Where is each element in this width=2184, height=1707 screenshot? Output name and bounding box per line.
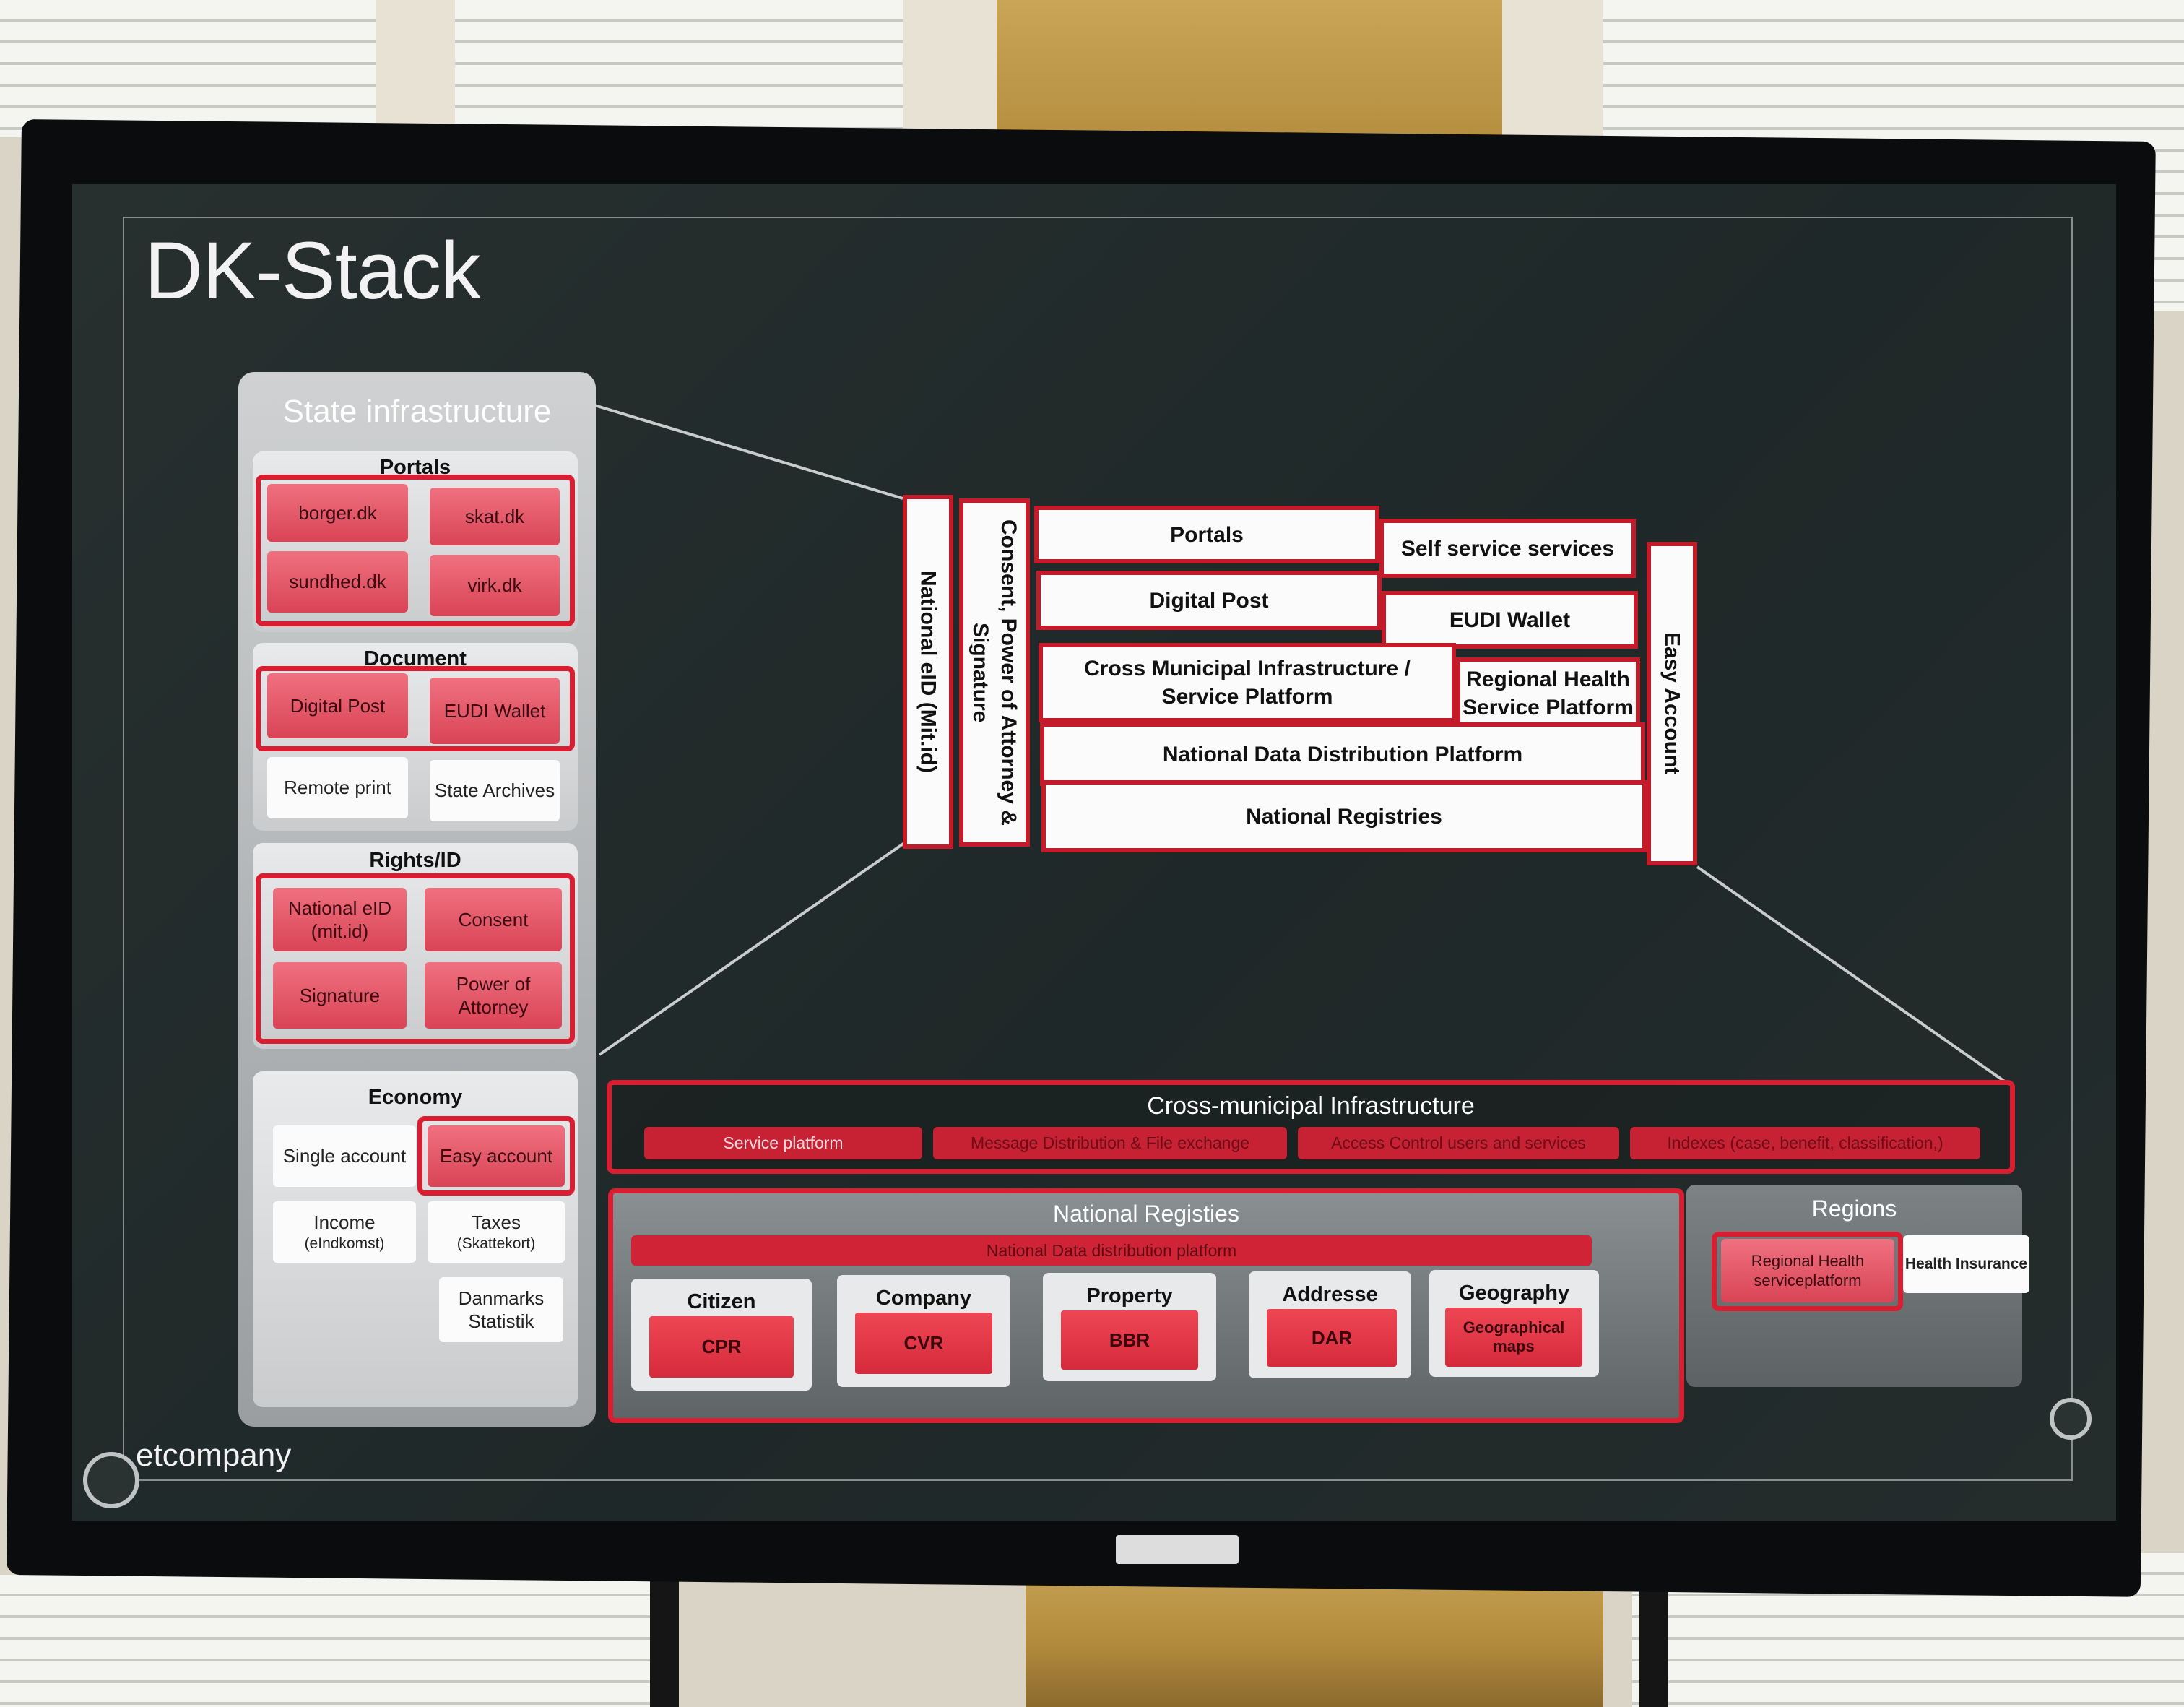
stack-consent: Consent, Power of Attorney & Signature — [959, 498, 1030, 847]
doc-remote-print[interactable]: Remote print — [267, 757, 408, 818]
stack-portals: Portals — [1034, 506, 1379, 563]
cross-message-distribution[interactable]: Message Distribution & File exchange — [933, 1127, 1287, 1159]
easy-account-highlight — [417, 1116, 575, 1196]
registry-geography-title: Geography — [1458, 1282, 1570, 1305]
document-group: Document Digital Post EUDI Wallet Remote… — [253, 643, 578, 831]
econ-taxes-label: Taxes — [472, 1211, 521, 1234]
rights-group: Rights/ID National eID (mit.id) Consent … — [253, 843, 578, 1049]
registry-card-company: Company CVR — [837, 1275, 1010, 1387]
window-blind-left — [0, 0, 376, 137]
corner-circle-right — [2050, 1398, 2092, 1440]
registry-bbr[interactable]: BBR — [1061, 1310, 1198, 1370]
registry-dar[interactable]: DAR — [1267, 1309, 1397, 1367]
registry-cvr[interactable]: CVR — [855, 1313, 992, 1374]
document-highlight — [256, 666, 575, 751]
econ-easy-account[interactable]: Easy account — [428, 1125, 565, 1187]
slide-border — [123, 217, 2073, 1481]
registry-company-title: Company — [875, 1287, 972, 1310]
registry-property-title: Property — [1086, 1284, 1173, 1308]
registry-citizen-title: Citizen — [687, 1290, 756, 1313]
tv-logo-plate — [1116, 1535, 1239, 1564]
registry-card-property: Property BBR — [1043, 1273, 1216, 1381]
stack-self-service: Self service services — [1379, 519, 1636, 578]
portal-borger[interactable]: borger.dk — [267, 484, 408, 542]
regions-health-insurance[interactable]: Health Insurance — [1903, 1235, 2029, 1293]
doc-eudi-wallet[interactable]: EUDI Wallet — [430, 678, 560, 744]
cross-indexes[interactable]: Indexes (case, benefit, classification,) — [1630, 1127, 1980, 1159]
stack-digital-post: Digital Post — [1036, 571, 1382, 630]
registry-cpr[interactable]: CPR — [649, 1316, 794, 1378]
stack-national-eid: National eID (Mit.id) — [903, 495, 953, 849]
portal-virk[interactable]: virk.dk — [430, 555, 560, 616]
stack-national-eid-label: National eID (Mit.id) — [916, 571, 940, 773]
state-infrastructure-panel: State infrastructure Portals borger.dk s… — [238, 372, 596, 1427]
rights-title: Rights/ID — [369, 849, 462, 872]
rights-signature[interactable]: Signature — [273, 962, 407, 1029]
registry-card-citizen: Citizen CPR — [631, 1279, 812, 1391]
cross-municipal-section: Cross-municipal Infrastructure Service p… — [607, 1080, 2015, 1174]
econ-danmarks-statistik[interactable]: Danmarks Statistik — [439, 1277, 563, 1342]
economy-title: Economy — [368, 1086, 463, 1109]
rights-power-of-attorney[interactable]: Power of Attorney — [425, 962, 562, 1029]
stack-easy-account: Easy Account — [1647, 542, 1697, 865]
window-blind-bottom-left — [0, 1575, 650, 1707]
registry-card-addresse: Addresse DAR — [1249, 1271, 1411, 1378]
state-infrastructure-title: State infrastructure — [282, 394, 552, 429]
cross-service-platform[interactable]: Service platform — [644, 1127, 922, 1159]
rights-highlight — [256, 873, 575, 1044]
econ-taxes[interactable]: Taxes (Skattekort) — [428, 1201, 565, 1263]
portals-highlight — [256, 475, 575, 626]
portal-skat[interactable]: skat.dk — [430, 488, 560, 545]
stack-easy-account-label: Easy Account — [1660, 632, 1684, 775]
regions-title: Regions — [1811, 1196, 1897, 1222]
stack-national-registries: National Registries — [1041, 780, 1647, 852]
doc-state-archives[interactable]: State Archives — [430, 760, 560, 821]
corner-circle-left — [83, 1452, 139, 1508]
national-registries-section: National Registies National Data distrib… — [608, 1188, 1684, 1423]
cross-municipal-title: Cross-municipal Infrastructure — [1147, 1092, 1475, 1120]
econ-single-account[interactable]: Single account — [273, 1125, 416, 1187]
regions-section: Regions Regional Health serviceplatform … — [1686, 1185, 2029, 1387]
rights-national-eid[interactable]: National eID (mit.id) — [273, 888, 407, 951]
econ-taxes-sub: (Skattekort) — [456, 1235, 536, 1252]
stack-consent-label: Consent, Power of Attorney & Signature — [968, 519, 1020, 826]
econ-income[interactable]: Income (eIndkomst) — [273, 1201, 416, 1263]
stack-data-distribution: National Data Distribution Platform — [1040, 722, 1645, 786]
registry-geographical-maps[interactable]: Geographical maps — [1445, 1308, 1582, 1367]
registry-card-geography: Geography Geographical maps — [1429, 1270, 1599, 1377]
regions-regional-health[interactable]: Regional Health serviceplatform — [1721, 1239, 1894, 1302]
portal-sundhed[interactable]: sundhed.dk — [267, 551, 408, 613]
econ-income-sub: (eIndkomst) — [304, 1235, 385, 1252]
economy-group: Economy Single account Easy account Inco… — [253, 1071, 578, 1407]
stack-eudi-wallet: EUDI Wallet — [1382, 591, 1638, 649]
rights-consent[interactable]: Consent — [425, 888, 562, 951]
national-registries-title: National Registies — [1053, 1201, 1239, 1227]
regional-health-highlight — [1712, 1232, 1903, 1311]
cross-access-control[interactable]: Access Control users and services — [1298, 1127, 1619, 1159]
stack-regional-health: Regional Health Service Platform — [1456, 657, 1640, 730]
stack-cross-municipal: Cross Municipal Infrastructure / Service… — [1039, 643, 1456, 722]
company-brand: etcompany — [136, 1438, 292, 1473]
econ-income-label: Income — [313, 1211, 376, 1234]
doc-digital-post[interactable]: Digital Post — [267, 673, 408, 738]
portals-group: Portals borger.dk skat.dk sundhed.dk vir… — [253, 451, 578, 632]
slide-title: DK-Stack — [144, 225, 481, 316]
registries-distribution-bar: National Data distribution platform — [631, 1235, 1592, 1266]
registry-addresse-title: Addresse — [1282, 1283, 1378, 1306]
